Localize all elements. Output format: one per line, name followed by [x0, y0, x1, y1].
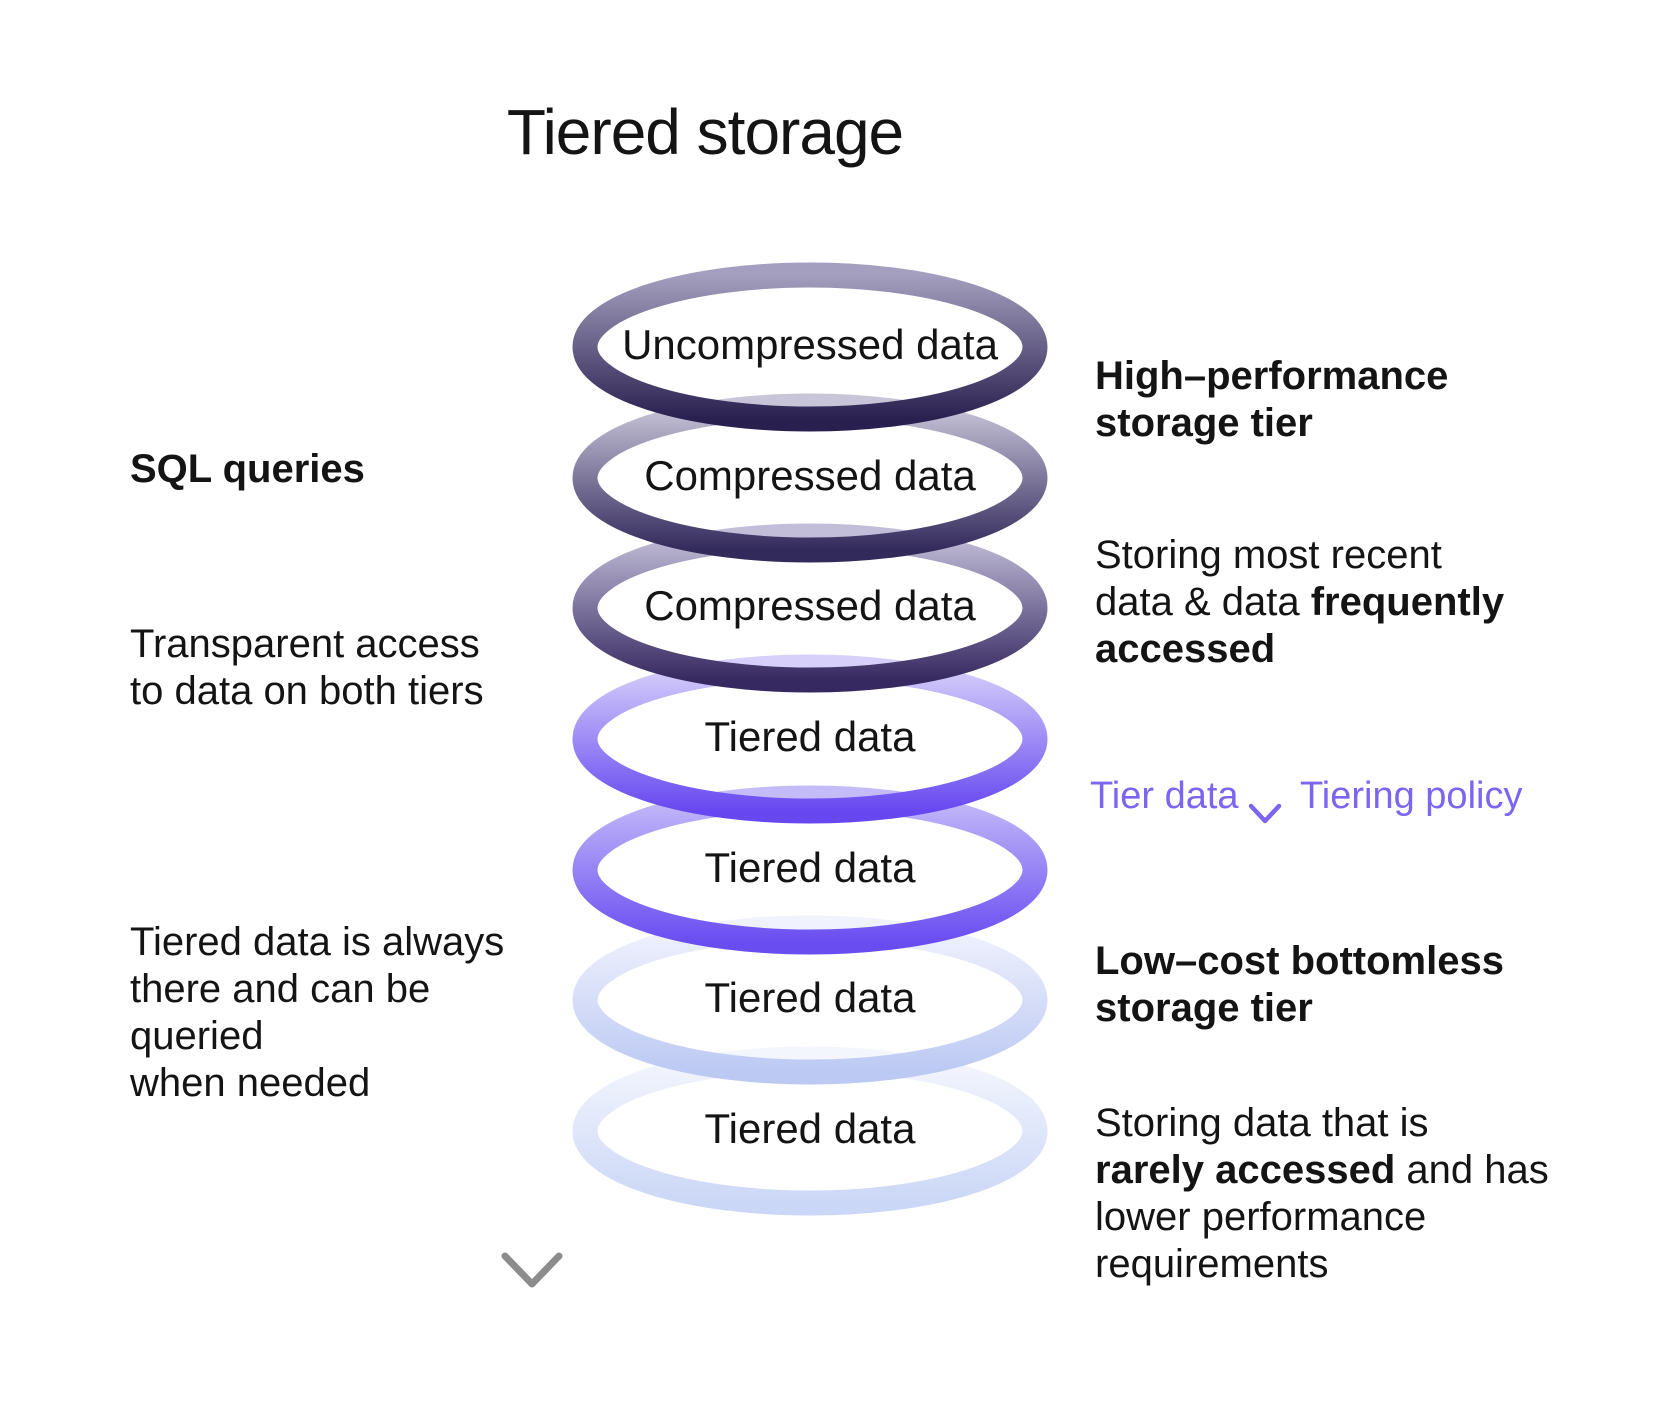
low-tier-title: Low–cost bottomless storage tier	[1095, 939, 1504, 1030]
ring-ellipse-4	[572, 654, 1048, 824]
page-title: Tiered storage	[506, 96, 904, 168]
ring-ellipse-7	[572, 1046, 1048, 1216]
low-tier-description: Storing data that is rarely accessed and…	[1095, 1100, 1565, 1288]
ring-label-uncompressed: Uncompressed data	[622, 321, 998, 368]
ring-label-tiered-3: Tiered data	[704, 974, 916, 1021]
ring-ellipse-3	[572, 523, 1048, 693]
ring-label-tiered-4: Tiered data	[704, 1105, 916, 1152]
ring-label-tiered-2: Tiered data	[704, 844, 916, 891]
ring-ellipse-1	[572, 262, 1048, 432]
ring-ellipse-5	[572, 785, 1048, 955]
low-tier-desc-normal-1: Storing data that is	[1095, 1101, 1429, 1145]
high-tier-desc-bold: frequently accessed	[1095, 580, 1505, 671]
tiering-policy-label: Tiering policy	[1300, 775, 1523, 817]
ring-label-compressed-2: Compressed data	[644, 582, 976, 629]
ring-label-compressed-1: Compressed data	[644, 452, 976, 499]
low-tier-desc-bold: rarely accessed	[1095, 1148, 1396, 1192]
high-tier-title: High–performance storage tier	[1095, 354, 1449, 445]
high-tier-desc-normal: Storing most recent data & data	[1095, 533, 1442, 624]
tiering-arrow-down-icon	[1248, 752, 1282, 824]
ring-label-tiered-1: Tiered data	[704, 713, 916, 760]
ring-ellipse-2	[572, 393, 1048, 563]
high-tier-description: Storing most recent data & data frequent…	[1095, 532, 1565, 673]
label-transparent-access: Transparent access to data on both tiers	[130, 622, 484, 713]
low-tier-desc-normal-2: and has lower performance requirements	[1095, 1148, 1549, 1286]
sql-flow-arrow-icon	[501, 308, 563, 1288]
tier-data-label: Tier data	[1090, 775, 1239, 817]
ring-ellipse-6	[572, 915, 1048, 1085]
label-sql-queries: SQL queries	[130, 447, 365, 491]
label-tiered-data-availability: Tiered data is always there and can be q…	[130, 920, 505, 1105]
